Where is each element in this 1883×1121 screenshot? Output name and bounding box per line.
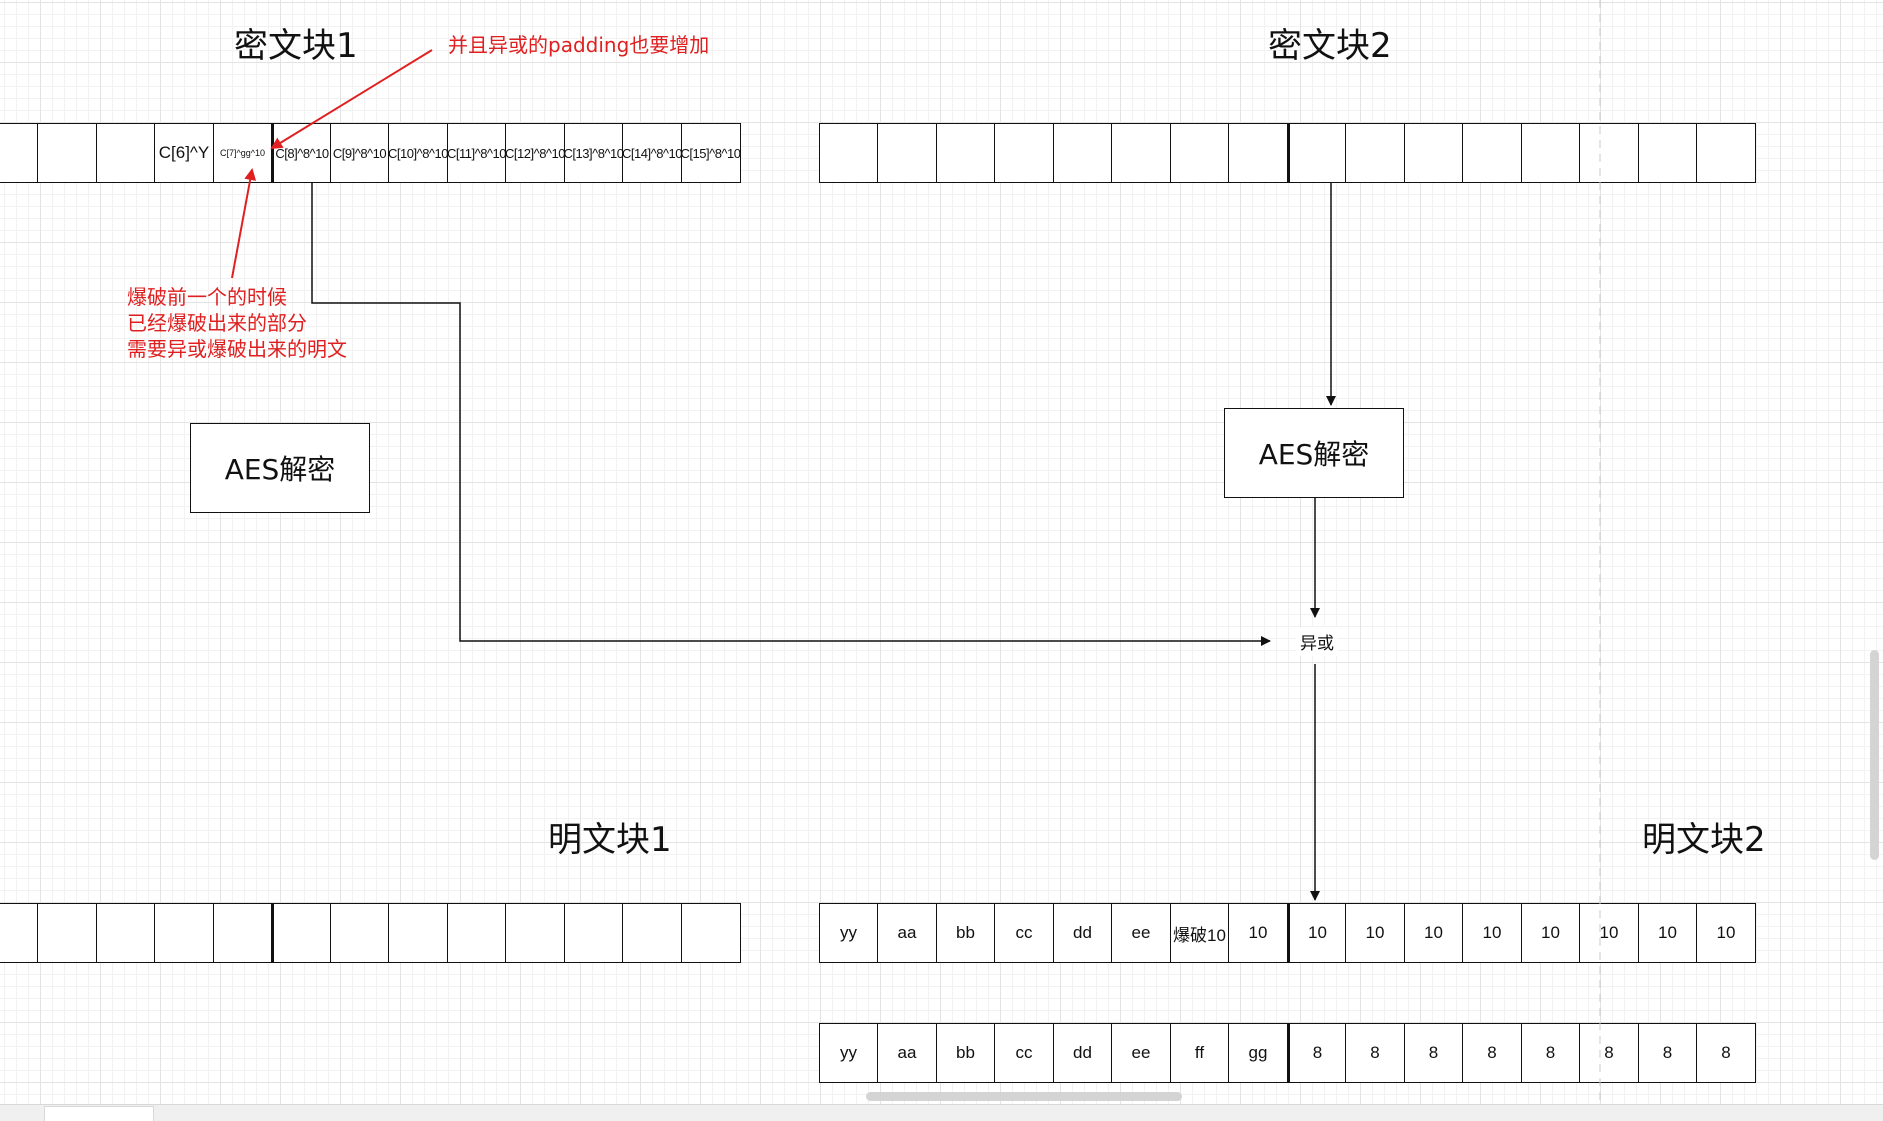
padding-note: 并且异或的padding也要增加 [448, 33, 710, 57]
aes-decrypt-box-2[interactable]: AES解密 [1224, 408, 1404, 498]
page-tab-bar [0, 1104, 1883, 1121]
cipher-block-2-cell-0[interactable] [818, 123, 879, 183]
cipher-block-2-cell-12[interactable] [1520, 123, 1581, 183]
plain-block-1-cell-7[interactable] [388, 903, 448, 963]
cipher-block-1-cell-0[interactable] [0, 123, 39, 183]
plain-block-2-row2-cell-9[interactable]: 8 [1345, 1023, 1405, 1083]
cipher-block-2-cell-4[interactable] [1052, 123, 1113, 183]
brute-note: 爆破前一个的时候 已经爆破出来的部分 需要异或爆破出来的明文 [127, 285, 347, 361]
plain-block-1-cell-9[interactable] [505, 903, 565, 963]
cipher-block-2-cell-3[interactable] [994, 123, 1054, 183]
cipher-block-1-cell-8[interactable]: C[11]^8^10 [446, 123, 507, 183]
cipher-block-2-cell-7[interactable] [1228, 123, 1288, 183]
plain-block-2-row2-cell-14[interactable]: 8 [1637, 1023, 1698, 1083]
plain-block-1-cell-0[interactable] [0, 903, 39, 963]
plain-block-2-row2-cell-2[interactable]: bb [935, 1023, 996, 1083]
plain-block-2-row2-cell-13[interactable]: 8 [1579, 1023, 1639, 1083]
plain-block-2-cell-11[interactable]: 10 [1462, 903, 1522, 963]
plain-block-2-row2-cell-15[interactable]: 8 [1696, 1023, 1756, 1083]
plain-block-2-title: 明文块2 [1642, 820, 1766, 860]
plain-block-2-row2-cell-11[interactable]: 8 [1462, 1023, 1522, 1083]
cipher-block-2-cell-15[interactable] [1696, 123, 1756, 183]
cipher-block-1-cell-10[interactable]: C[13]^8^10 [563, 123, 624, 183]
plain-block-2-cell-1[interactable]: aa [877, 903, 937, 963]
plain-block-2-cell-15[interactable]: 10 [1696, 903, 1756, 963]
plain-block-2-cell-0[interactable]: yy [818, 903, 879, 963]
cipher1-to-xor-line [311, 183, 1271, 646]
cipher-block-2-cell-8[interactable] [1286, 123, 1347, 183]
plain-block-2-row2-cell-10[interactable]: 8 [1403, 1023, 1464, 1083]
plain-block-2-cell-6[interactable]: 爆破10 [1169, 903, 1230, 963]
plain-block-2-row2-cell-6[interactable]: ff [1169, 1023, 1230, 1083]
plain-block-1-cell-12[interactable] [680, 903, 741, 963]
cipher-block-1-cell-11[interactable]: C[14]^8^10 [622, 123, 682, 183]
cipher-block-2-row [818, 123, 1756, 183]
plain-block-2-cell-9[interactable]: 10 [1345, 903, 1405, 963]
plain-block-1-row [0, 903, 741, 963]
aes-decrypt-box-1[interactable]: AES解密 [190, 423, 370, 513]
plain-block-1-title: 明文块1 [548, 820, 672, 860]
plain-block-2-cell-2[interactable]: bb [935, 903, 996, 963]
plain-block-2-cell-7[interactable]: 10 [1228, 903, 1288, 963]
plain-block-2-row2-cell-7[interactable]: gg [1228, 1023, 1288, 1083]
horizontal-scrollbar[interactable] [866, 1092, 1182, 1101]
cipher-block-1-cell-4[interactable]: C[7]^gg^10 [212, 123, 273, 183]
plain-block-2-row2-cell-1[interactable]: aa [877, 1023, 937, 1083]
padding-note-arrow [270, 49, 433, 150]
cipher-block-1-cell-3[interactable]: C[6]^Y [154, 123, 214, 183]
xor-label: 异或 [1296, 627, 1338, 656]
plain-block-2-cell-4[interactable]: dd [1052, 903, 1113, 963]
plain-block-2-cell-8[interactable]: 10 [1286, 903, 1347, 963]
brute-note-arrow [231, 168, 257, 279]
cipher-block-2-cell-10[interactable] [1403, 123, 1464, 183]
cipher-block-1-cell-9[interactable]: C[12]^8^10 [505, 123, 565, 183]
cipher-block-2-cell-14[interactable] [1637, 123, 1698, 183]
cipher-block-2-cell-1[interactable] [877, 123, 937, 183]
cipher-block-1-cell-2[interactable] [95, 123, 156, 183]
plain-block-1-cell-6[interactable] [329, 903, 390, 963]
cipher-block-1-cell-12[interactable]: C[15]^8^10 [680, 123, 741, 183]
plain-block-2-row2-cell-5[interactable]: ee [1111, 1023, 1171, 1083]
vertical-scrollbar[interactable] [1870, 650, 1879, 860]
plain-block-2-cell-13[interactable]: 10 [1579, 903, 1639, 963]
plain-block-1-cell-3[interactable] [154, 903, 214, 963]
plain-block-1-cell-10[interactable] [563, 903, 624, 963]
plain-block-2-cell-3[interactable]: cc [994, 903, 1054, 963]
cipher-block-2-cell-6[interactable] [1169, 123, 1230, 183]
cipher-block-1-cell-7[interactable]: C[10]^8^10 [388, 123, 448, 183]
cipher-block-1-cell-1[interactable] [37, 123, 97, 183]
plain-block-2-row2-cell-3[interactable]: cc [994, 1023, 1054, 1083]
page-tab[interactable] [44, 1106, 154, 1121]
cipher-block-2-cell-9[interactable] [1345, 123, 1405, 183]
plain-block-2-row2-cell-4[interactable]: dd [1052, 1023, 1113, 1083]
cipher-block-2-title: 密文块2 [1268, 26, 1392, 66]
cipher-block-1-title: 密文块1 [234, 26, 358, 66]
plain-block-1-cell-1[interactable] [37, 903, 97, 963]
